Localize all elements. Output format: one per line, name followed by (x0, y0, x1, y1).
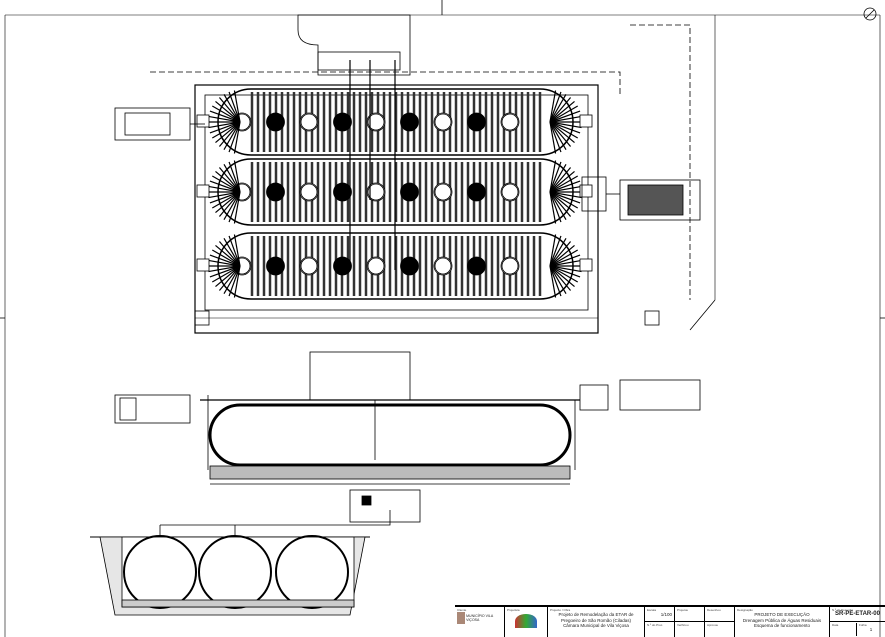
designation-label: Designação (737, 608, 753, 612)
scale-label: Escala (647, 608, 657, 612)
scale-value: 1/100 (660, 612, 672, 617)
designer-label: Projetista (507, 608, 520, 612)
signatures-cell-2: Desenhou Aprovou (705, 607, 735, 637)
project-line: Projeto de Remodelação da ETAR de (558, 612, 634, 617)
designation-cell: Designação PROJETO DE EXECUÇÃO Drenagem … (735, 607, 830, 637)
client-cell: Cliente MUNICÍPIO VILA VIÇOSA (455, 607, 505, 637)
tank-rows (196, 88, 593, 300)
client-label: Cliente (457, 608, 467, 612)
municipality-crest-icon (457, 612, 465, 624)
checked-label: Verificou (677, 623, 689, 627)
drawing-number: SR-PE-ETAR-00 (835, 611, 880, 617)
project-line: Câmara Municipal de Vila Viçosa (563, 623, 629, 628)
plan-view (114, 14, 716, 334)
designation-line: Drenagem Pública de Águas Residuais (742, 617, 822, 623)
signatures-cell-1: Projetou Verificou (675, 607, 705, 637)
outlet-chamber-plan (581, 176, 701, 221)
sheet-value: 1 (869, 627, 873, 632)
project-line: Pregoeiro de São Romão (Ciladas) (560, 617, 632, 623)
process-label: N.º do Proc. (647, 623, 664, 627)
project-label: Projecto / Obra (550, 608, 571, 612)
tank-row (196, 158, 593, 226)
designer-cell: Projetista (505, 607, 548, 637)
tank-row (196, 88, 593, 156)
project-cell: Projecto / Obra Projeto de Remodelação d… (548, 607, 645, 637)
control-building-plan (297, 14, 411, 76)
approved-label: Aprovou (707, 623, 719, 627)
longitudinal-section (114, 351, 701, 485)
title-block: Cliente MUNICÍPIO VILA VIÇOSA Projetista… (455, 605, 885, 637)
designer-logo-icon (515, 614, 537, 628)
designation-line: Esquema de funcionamento (753, 623, 811, 628)
cross-section (90, 489, 421, 616)
date-label: Data (832, 623, 839, 627)
drew-label: Projetou (677, 608, 689, 612)
client-name: MUNICÍPIO VILA VIÇOSA (466, 614, 493, 622)
north-arrow-icon (863, 7, 877, 21)
inlet-chamber-plan (114, 107, 205, 141)
site-boundary (194, 84, 599, 334)
drawing-no-label: N.º do Desenho (832, 608, 854, 612)
drawn-label: Desenhou (707, 608, 721, 612)
sheet-label: Folha (859, 623, 867, 627)
designation-line: PROJETO DE EXECUÇÃO (754, 612, 810, 617)
tank-row (196, 232, 593, 300)
